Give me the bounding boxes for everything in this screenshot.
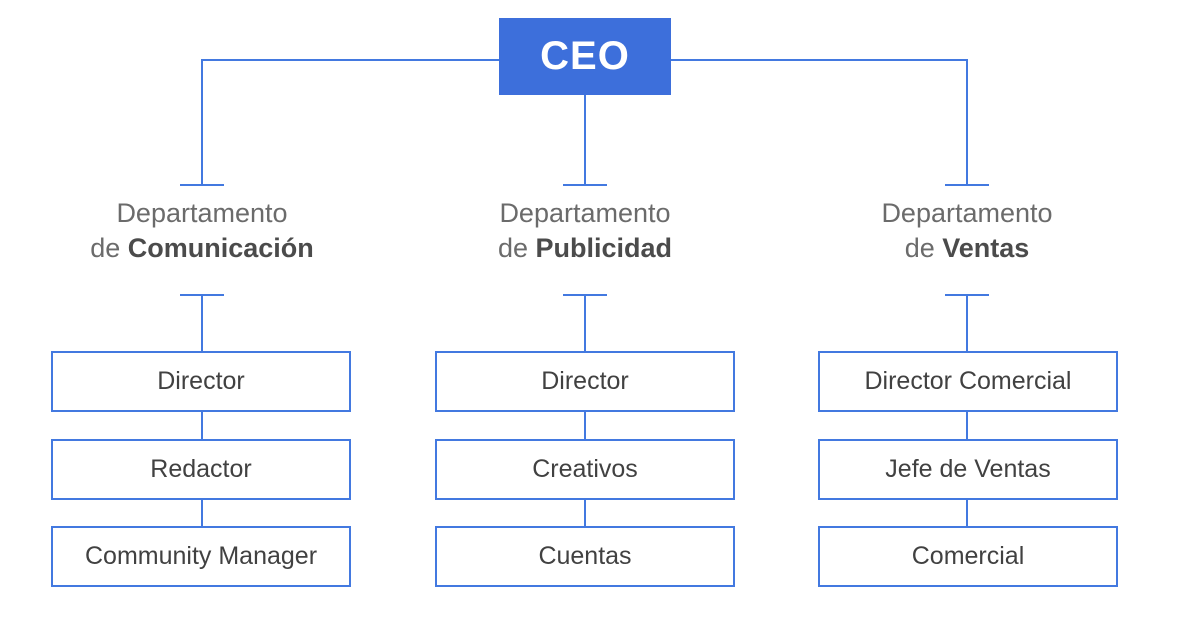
connector-line-vertical — [201, 59, 203, 186]
role-label: Community Manager — [84, 542, 318, 570]
dept-heading-comunicacion: Departamento de Comunicación — [32, 196, 372, 266]
role-box-director-comercial: Director Comercial — [818, 351, 1118, 412]
connector-tick — [945, 184, 989, 186]
dept-heading-name: Publicidad — [535, 233, 673, 263]
dept-heading-prefix: de — [90, 233, 128, 263]
dept-heading-ventas: Departamento de Ventas — [797, 196, 1137, 266]
role-box-jefe-de-ventas: Jefe de Ventas — [818, 439, 1118, 500]
connector-line-vertical — [201, 294, 203, 351]
role-box-director-publicidad: Director — [435, 351, 735, 412]
connector-line-vertical — [201, 412, 203, 439]
dept-heading-line1: Departamento — [499, 198, 671, 228]
dept-heading-name: Comunicación — [127, 233, 314, 263]
role-box-director-comunicacion: Director — [51, 351, 351, 412]
dept-heading-name: Ventas — [942, 233, 1030, 263]
role-label: Cuentas — [538, 542, 632, 570]
connector-line-horizontal-right — [671, 59, 967, 61]
dept-heading-line1: Departamento — [116, 198, 288, 228]
role-label: Jefe de Ventas — [885, 455, 1051, 483]
connector-line-vertical — [584, 500, 586, 526]
role-box-creativos: Creativos — [435, 439, 735, 500]
role-label: Director — [541, 367, 629, 395]
role-box-comercial: Comercial — [818, 526, 1118, 587]
connector-line-vertical — [584, 294, 586, 351]
ceo-node: CEO — [499, 18, 671, 95]
role-label: Creativos — [532, 455, 638, 483]
role-box-cuentas: Cuentas — [435, 526, 735, 587]
connector-line-vertical — [584, 95, 586, 186]
role-label: Redactor — [150, 455, 252, 483]
connector-line-vertical — [966, 59, 968, 186]
role-label: Comercial — [911, 542, 1025, 570]
role-label: Director — [157, 367, 245, 395]
dept-heading-line1: Departamento — [881, 198, 1053, 228]
connector-tick — [563, 184, 607, 186]
dept-heading-prefix: de — [497, 233, 536, 263]
connector-tick — [180, 184, 224, 186]
connector-line-vertical — [966, 412, 968, 439]
connector-line-horizontal-left — [202, 59, 499, 61]
role-box-redactor: Redactor — [51, 439, 351, 500]
ceo-label: CEO — [540, 34, 630, 78]
dept-heading-publicidad: Departamento de Publicidad — [415, 196, 755, 266]
dept-heading-prefix: de — [904, 233, 943, 263]
connector-line-vertical — [201, 500, 203, 526]
connector-line-vertical — [584, 412, 586, 439]
connector-line-vertical — [966, 294, 968, 351]
connector-line-vertical — [966, 500, 968, 526]
role-label: Director Comercial — [864, 367, 1072, 395]
role-box-community-manager: Community Manager — [51, 526, 351, 587]
